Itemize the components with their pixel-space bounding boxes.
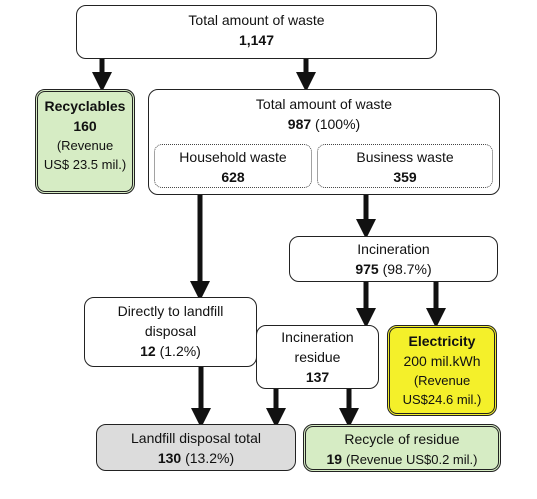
landfill-total-label: Landfill disposal total bbox=[131, 430, 261, 446]
total-waste-value: 1,147 bbox=[238, 32, 275, 48]
household-label: Household waste bbox=[179, 149, 287, 165]
recyclables-revenue-2: US$ 23.5 mil.) bbox=[43, 157, 127, 172]
landfill-direct-label-2: disposal bbox=[144, 323, 197, 339]
electricity-box: Electricity 200 mil.kWh (Revenue US$24.6… bbox=[387, 325, 497, 416]
electricity-revenue-1: (Revenue bbox=[413, 373, 471, 388]
recyclables-value: 160 bbox=[73, 118, 97, 134]
incineration-pct: (98.7%) bbox=[382, 261, 432, 277]
incineration-box: Incineration 975 (98.7%) bbox=[289, 236, 498, 282]
residue-label-1: Incineration bbox=[281, 329, 354, 345]
landfill-total-value: 130 bbox=[157, 450, 182, 466]
incineration-value: 975 bbox=[355, 261, 379, 277]
residue-value: 137 bbox=[305, 369, 330, 385]
incineration-residue-box: Incineration residue 137 bbox=[256, 325, 379, 389]
landfill-total-box: Landfill disposal total 130 (13.2%) bbox=[96, 424, 296, 471]
landfill-direct-label-1: Directly to landfill bbox=[117, 303, 224, 319]
residue-label-2: residue bbox=[294, 349, 341, 365]
landfill-direct-pct: (1.2%) bbox=[159, 343, 201, 359]
landfill-total-pct: (13.2%) bbox=[185, 450, 235, 466]
recycle-residue-box: Recycle of residue 19 (Revenue US$0.2 mi… bbox=[303, 424, 501, 472]
recycle-residue-value: 19 bbox=[326, 451, 343, 467]
landfill-direct-box: Directly to landfill disposal 12 (1.2%) bbox=[84, 297, 257, 367]
household-value: 628 bbox=[221, 169, 245, 185]
total-after-pct: (100%) bbox=[315, 116, 361, 132]
total-waste-label: Total amount of waste bbox=[188, 12, 325, 28]
business-value: 359 bbox=[393, 169, 417, 185]
recycle-residue-revenue: (Revenue US$0.2 mil.) bbox=[345, 452, 478, 467]
total-after-value: 987 bbox=[287, 116, 312, 132]
total-waste-box: Total amount of waste 1,147 bbox=[76, 5, 437, 59]
household-box: Household waste 628 bbox=[154, 144, 312, 188]
landfill-direct-value: 12 bbox=[140, 343, 156, 359]
recycle-residue-label: Recycle of residue bbox=[344, 431, 460, 447]
incineration-label: Incineration bbox=[357, 241, 430, 257]
electricity-value: 200 mil.kWh bbox=[403, 353, 481, 369]
electricity-revenue-2: US$24.6 mil.) bbox=[402, 392, 482, 407]
recyclables-box: Recyclables 160 (Revenue US$ 23.5 mil.) bbox=[35, 89, 135, 194]
recyclables-label: Recyclables bbox=[44, 98, 126, 114]
electricity-label: Electricity bbox=[408, 333, 476, 349]
business-box: Business waste 359 bbox=[317, 144, 493, 188]
total-after-label: Total amount of waste bbox=[255, 96, 393, 112]
recyclables-revenue-1: (Revenue bbox=[56, 138, 114, 153]
business-label: Business waste bbox=[356, 149, 454, 165]
